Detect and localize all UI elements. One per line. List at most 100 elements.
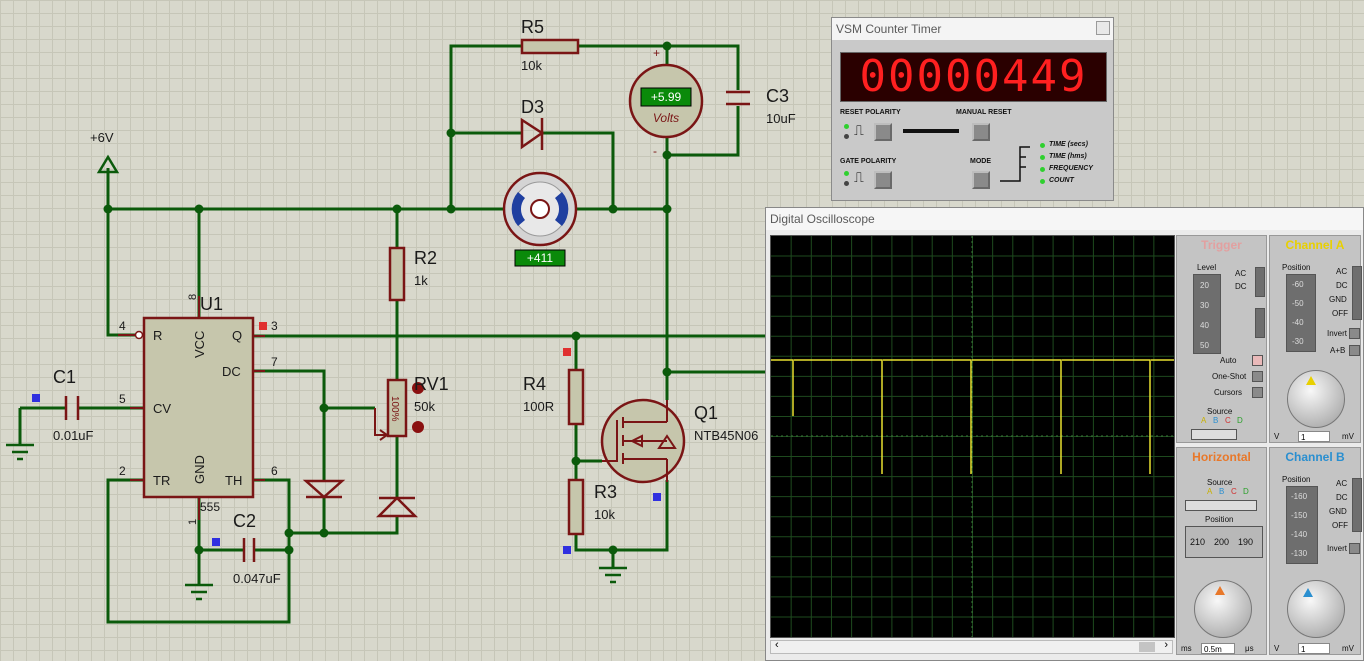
channel-a-unit-left: V (1274, 432, 1280, 441)
trigger-level-tick-0: 20 (1200, 281, 1209, 290)
rv1-position: 100% (389, 396, 400, 422)
scroll-thumb[interactable] (1139, 642, 1155, 652)
trigger-cursors-button[interactable] (1252, 387, 1263, 398)
rv1-decrease-icon[interactable] (412, 421, 424, 433)
diode-left[interactable] (302, 479, 346, 499)
channel-a-pos-tick-3: -30 (1292, 337, 1304, 346)
r2-value: 1k (414, 273, 428, 288)
motor[interactable]: +411 (502, 171, 578, 267)
resistor-r4[interactable]: R4 100R (523, 348, 585, 426)
mode-led-3 (1040, 179, 1045, 184)
c3-value: 10uF (766, 111, 796, 126)
trigger-level-slider[interactable]: 20 30 40 50 (1193, 274, 1221, 354)
horizontal-pos-tick-0: 210 (1190, 537, 1206, 547)
capacitor-c2[interactable]: C2 0.047uF (212, 511, 281, 586)
u1-555-timer[interactable]: U1 555 R Q DC CV TR TH VCC GND 8 4 3 7 5… (118, 294, 278, 525)
u1-pin1-num: 1 (187, 519, 199, 525)
diode-right[interactable] (375, 496, 419, 518)
resistor-r2[interactable]: R2 1k (388, 246, 437, 302)
scroll-left-icon[interactable]: ‹ (775, 639, 779, 651)
r5-value: 10k (521, 58, 542, 73)
probe-marker-q (259, 322, 267, 330)
channel-b-dc-label: DC (1336, 493, 1348, 502)
mode-button[interactable] (972, 171, 990, 189)
horizontal-value-input[interactable]: 0.5m (1201, 643, 1235, 654)
counter-title-bar[interactable]: VSM Counter Timer (832, 18, 1113, 40)
trigger-one-shot-button[interactable] (1252, 371, 1263, 382)
channel-b-position-label: Position (1282, 475, 1311, 484)
mode-led-2 (1040, 167, 1045, 172)
counter-timer-window[interactable]: VSM Counter Timer 00000449 RESET POLARIT… (831, 17, 1114, 201)
trigger-coupling-switch[interactable] (1255, 267, 1265, 297)
capacitor-c3[interactable]: C3 10uF (726, 86, 796, 126)
channel-b-invert-button[interactable] (1349, 543, 1360, 554)
trigger-source-d[interactable]: D (1237, 416, 1243, 425)
trigger-source-a[interactable]: A (1201, 416, 1207, 425)
channel-a-value-input[interactable]: 1 (1298, 431, 1330, 442)
channel-a-pos-tick-2: -40 (1292, 318, 1304, 327)
u1-pin6-num: 6 (271, 464, 278, 478)
channel-a-invert-button[interactable] (1349, 328, 1360, 339)
horizontal-knob-pointer-icon (1215, 586, 1225, 595)
trigger-level-label: Level (1197, 263, 1217, 272)
channel-b-value-input[interactable]: 1 (1298, 643, 1330, 654)
oscilloscope-window[interactable]: Digital Oscilloscope ‹ › Trigger Level 2… (765, 207, 1364, 661)
channel-b-position-slider[interactable]: -160 -150 -140 -130 (1286, 486, 1318, 564)
horizontal-title: Horizontal (1192, 450, 1251, 464)
channel-a-panel: Channel A Position -60 -50 -40 -30 AC DC… (1269, 235, 1362, 443)
resistor-r3[interactable]: R3 10k (563, 478, 617, 554)
rv1-value: 50k (414, 399, 435, 414)
scroll-right-icon[interactable]: › (1164, 639, 1168, 651)
supply-label: +6V (90, 130, 114, 145)
trigger-edge-switch[interactable] (1255, 308, 1265, 338)
horizontal-source-d[interactable]: D (1243, 487, 1249, 496)
supply-terminal[interactable]: +6V (90, 130, 120, 174)
horizontal-position-label: Position (1205, 515, 1234, 524)
gate-polarity-button[interactable] (874, 171, 892, 189)
mode-option-0: TIME (secs) (1049, 141, 1088, 148)
horizontal-source-c[interactable]: C (1231, 487, 1237, 496)
channel-a-coupling-switch[interactable] (1352, 266, 1362, 320)
channel-b-coupling-switch[interactable] (1352, 478, 1362, 532)
horizontal-source-b[interactable]: B (1219, 487, 1225, 496)
trigger-source-c[interactable]: C (1225, 416, 1231, 425)
scope-scrollbar[interactable]: ‹ › (770, 639, 1173, 654)
trigger-auto-button[interactable] (1252, 355, 1263, 366)
channel-a-position-slider[interactable]: -60 -50 -40 -30 (1286, 274, 1316, 352)
manual-reset-button[interactable] (972, 123, 990, 141)
resistor-r5[interactable]: R5 10k (520, 17, 580, 73)
horizontal-position-wheel[interactable]: 210 200 190 (1185, 526, 1263, 558)
diode-d3[interactable]: D3 (520, 97, 545, 150)
channel-a-pos-tick-0: -60 (1292, 280, 1304, 289)
trigger-source-slider[interactable] (1191, 429, 1237, 440)
reset-polarity-button[interactable] (874, 123, 892, 141)
voltmeter[interactable]: +5.99 Volts + - (628, 46, 704, 158)
horizontal-source-slider[interactable] (1185, 500, 1257, 511)
trigger-source-b[interactable]: B (1213, 416, 1219, 425)
voltmeter-plus: + (653, 46, 660, 60)
horizontal-pos-tick-2: 190 (1238, 537, 1254, 547)
potentiometer-rv1[interactable]: 100% RV1 50k (374, 374, 449, 441)
channel-b-pos-tick-3: -130 (1291, 549, 1308, 558)
channel-a-volts-knob[interactable] (1287, 370, 1345, 428)
u1-pin-tr: TR (153, 473, 170, 488)
horizontal-source-a[interactable]: A (1207, 487, 1213, 496)
mode-label: MODE (970, 158, 991, 165)
rv1-increase-icon[interactable] (412, 382, 424, 394)
u1-pin-th: TH (225, 473, 242, 488)
capacitor-c1[interactable]: C1 0.01uF (32, 367, 94, 443)
channel-b-volts-knob[interactable] (1287, 580, 1345, 638)
mosfet-q1[interactable]: Q1 NTB45N06 (600, 398, 758, 501)
close-icon[interactable] (1096, 21, 1110, 35)
scope-title-bar[interactable]: Digital Oscilloscope (766, 208, 1363, 230)
trigger-source-label: Source (1207, 407, 1233, 416)
mode-option-3: COUNT (1049, 177, 1074, 184)
channel-b-invert-label: Invert (1327, 544, 1348, 553)
voltmeter-minus: - (653, 144, 657, 158)
horizontal-source-label: Source (1207, 478, 1233, 487)
u1-pin8-num: 8 (187, 294, 199, 300)
channel-a-position-label: Position (1282, 263, 1311, 272)
channel-a-aplusb-button[interactable] (1349, 345, 1360, 356)
trigger-level-tick-3: 50 (1200, 341, 1209, 350)
